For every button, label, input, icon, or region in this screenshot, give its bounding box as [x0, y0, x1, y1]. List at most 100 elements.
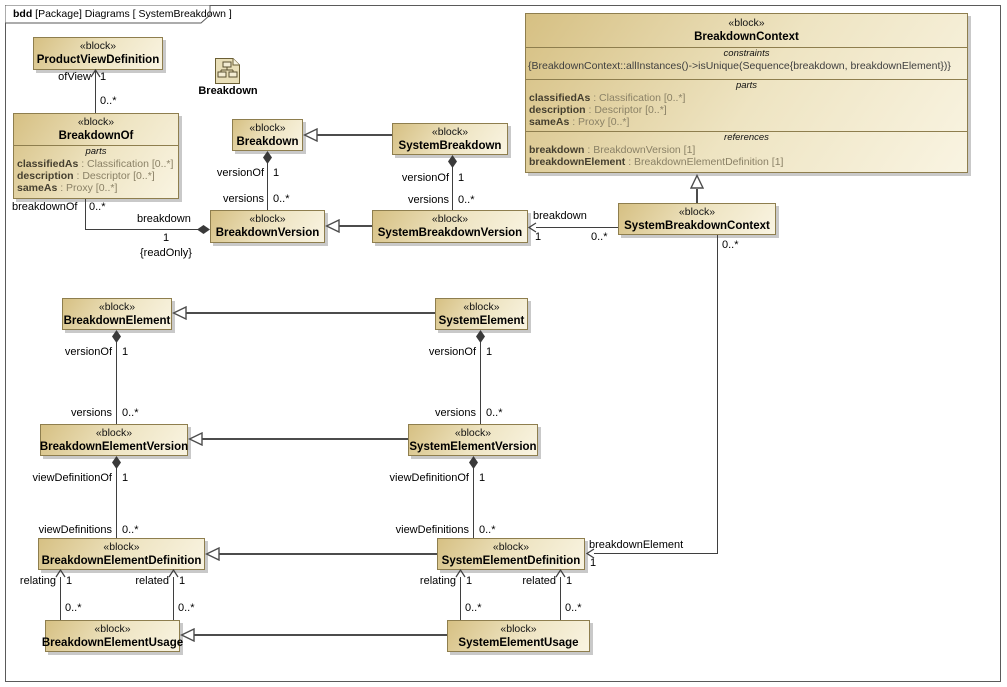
reference-property: breakdownElement : BreakdownElementDefin… — [529, 156, 784, 168]
role-label: versionOf — [401, 172, 449, 184]
block-breakdownelementversion[interactable]: «block» BreakdownElementVersion — [40, 424, 188, 456]
edge-breakdownelement-viewdefinitions[interactable] — [116, 468, 117, 538]
edge-relating[interactable] — [460, 577, 461, 620]
edge-related[interactable] — [560, 577, 561, 620]
block-name: SystemElementDefinition — [441, 554, 581, 567]
block-name: SystemBreakdown — [398, 139, 502, 152]
generalization-edge[interactable] — [317, 134, 392, 136]
block-name: BreakdownContext — [694, 31, 799, 43]
generalization-edge[interactable] — [696, 189, 698, 203]
generalization-triangle-icon — [179, 627, 195, 643]
multiplicity-label: 0..* — [122, 407, 139, 419]
breakdown-diagram-icon[interactable] — [214, 57, 241, 85]
composition-diamond-icon — [469, 456, 478, 469]
stereotype-label: «block» — [79, 40, 117, 52]
block-systembreakdowncontext[interactable]: «block» SystemBreakdownContext — [618, 203, 776, 235]
block-breakdownelementdefinition[interactable]: «block» BreakdownElementDefinition — [38, 538, 205, 570]
role-label: breakdownOf — [12, 201, 78, 213]
composition-diamond-icon — [112, 456, 121, 469]
stereotype-label: «block» — [728, 17, 765, 29]
part-property: classifiedAs : Classification [0..*] — [529, 92, 686, 104]
block-name: SystemElementUsage — [458, 636, 579, 649]
multiplicity-label: 1 — [458, 172, 465, 184]
generalization-triangle-icon — [171, 305, 187, 321]
block-breakdowncontext[interactable]: «block» BreakdownContext constraints {Br… — [525, 13, 968, 173]
diagram-tab[interactable] — [4, 4, 211, 24]
edge-breakdownelement-ref[interactable] — [717, 235, 718, 554]
stereotype-label: «block» — [463, 300, 500, 313]
generalization-edge[interactable] — [202, 438, 408, 440]
open-arrow-icon — [585, 548, 595, 559]
multiplicity-label: 1 — [466, 575, 473, 587]
block-breakdownversion[interactable]: «block» BreakdownVersion — [210, 210, 325, 243]
diagram-kind: bdd — [13, 8, 33, 20]
block-systembreakdownversion[interactable]: «block» SystemBreakdownVersion — [372, 210, 528, 243]
role-label: versions — [71, 407, 112, 419]
block-name: SystemBreakdownVersion — [377, 227, 523, 239]
role-label: versionOf — [64, 346, 112, 358]
edge-related[interactable] — [173, 577, 174, 620]
generalization-edge[interactable] — [194, 634, 447, 636]
generalization-edge[interactable] — [219, 553, 437, 555]
diagram-frame — [5, 5, 1001, 682]
edge-breakdown-versions[interactable] — [267, 163, 268, 210]
multiplicity-label: 0..* — [89, 201, 106, 213]
role-label: versionOf — [428, 346, 476, 358]
role-label: versions — [223, 193, 264, 205]
block-breakdownelement[interactable]: «block» BreakdownElement — [62, 298, 172, 330]
block-name: BreakdownElement — [63, 314, 171, 327]
role-label: viewDefinitions — [395, 524, 469, 536]
part-property: description : Descriptor [0..*] — [17, 170, 155, 182]
multiplicity-label: 1 — [535, 231, 542, 243]
block-name: Breakdown — [236, 135, 299, 148]
stereotype-label: «block» — [77, 116, 115, 128]
block-systemelementdefinition[interactable]: «block» SystemElementDefinition — [437, 538, 585, 570]
edge-breakdownof[interactable] — [85, 199, 86, 230]
edge-systemelement-versions[interactable] — [480, 342, 481, 424]
stereotype-label: «block» — [95, 426, 133, 439]
block-productviewdefinition[interactable]: «block» ProductViewDefinition — [33, 37, 163, 70]
edge-breakdownelement-ref[interactable] — [594, 553, 718, 554]
block-systemelementusage[interactable]: «block» SystemElementUsage — [447, 620, 590, 652]
multiplicity-label: 0..* — [479, 524, 496, 536]
composition-diamond-icon — [448, 155, 457, 168]
stereotype-label: «block» — [500, 622, 537, 635]
block-systembreakdown[interactable]: «block» SystemBreakdown — [392, 123, 508, 155]
role-label: versions — [408, 194, 449, 206]
block-breakdownof[interactable]: «block» BreakdownOf parts classifiedAs :… — [13, 113, 179, 199]
generalization-edge[interactable] — [339, 225, 372, 227]
open-arrow-icon — [55, 568, 66, 578]
open-arrow-icon — [90, 68, 101, 78]
block-systemelementversion[interactable]: «block» SystemElementVersion — [408, 424, 538, 456]
multiplicity-label: 0..* — [722, 239, 739, 251]
block-breakdownelementusage[interactable]: «block» BreakdownElementUsage — [42, 620, 183, 652]
block-systemelement[interactable]: «block» SystemElement — [435, 298, 528, 330]
multiplicity-label: 0..* — [465, 602, 482, 614]
edge-systembreakdown-versions[interactable] — [452, 167, 453, 210]
multiplicity-label: 0..* — [565, 602, 582, 614]
role-label: viewDefinitionOf — [389, 472, 469, 484]
edge-breakdownof[interactable] — [85, 229, 198, 230]
block-name: SystemElement — [438, 314, 525, 327]
constraint-text: {BreakdownContext::allInstances()->isUni… — [528, 60, 951, 72]
generalization-triangle-icon — [302, 127, 318, 143]
block-name: BreakdownElementVersion — [39, 440, 189, 453]
multiplicity-label: 1 — [122, 346, 129, 358]
edge-ofview[interactable] — [95, 70, 96, 113]
edge-relating[interactable] — [60, 577, 61, 620]
edge-context-breakdown[interactable] — [536, 227, 618, 228]
stereotype-label: «block» — [492, 540, 530, 553]
role-label: relating — [419, 575, 456, 587]
block-breakdown[interactable]: «block» Breakdown — [232, 119, 303, 151]
multiplicity-label: 0..* — [65, 602, 82, 614]
compartment-label: constraints — [723, 48, 770, 59]
open-arrow-icon — [168, 568, 179, 578]
role-label: related — [135, 575, 169, 587]
multiplicity-label: 1 — [179, 575, 186, 587]
role-label: related — [522, 575, 556, 587]
multiplicity-label: 1 — [486, 346, 493, 358]
generalization-edge[interactable] — [186, 312, 435, 314]
edge-breakdownelement-versions[interactable] — [116, 342, 117, 424]
edge-systemelement-viewdefinitions[interactable] — [473, 468, 474, 538]
multiplicity-label: 1 — [100, 71, 107, 83]
